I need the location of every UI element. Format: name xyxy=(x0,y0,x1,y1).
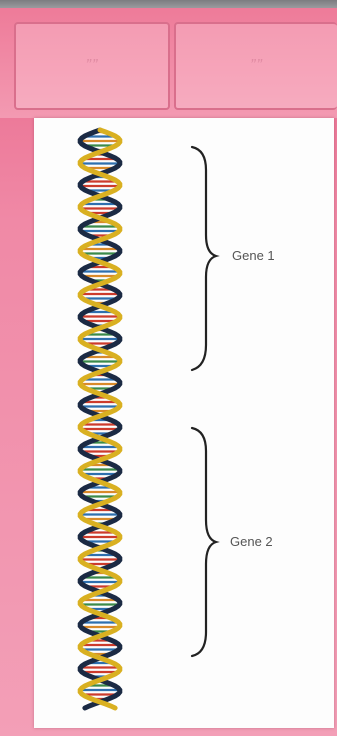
gene-2-brace xyxy=(192,428,216,656)
gene-2-label: Gene 2 xyxy=(230,534,273,549)
dna-double-helix xyxy=(80,130,120,708)
gene-1-brace xyxy=(192,147,216,370)
gene-1-label: Gene 1 xyxy=(232,248,275,263)
